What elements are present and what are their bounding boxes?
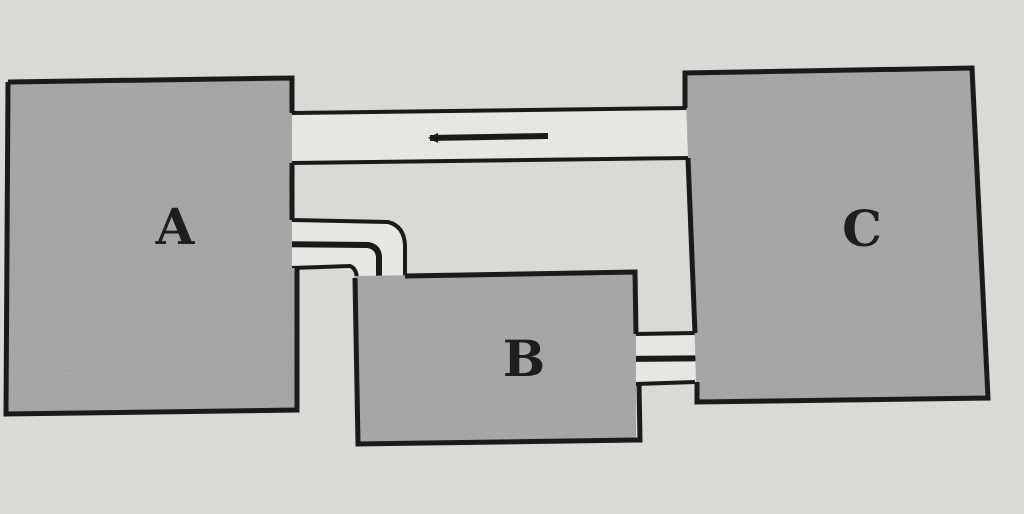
compartment-c-label: C bbox=[842, 199, 882, 258]
compartment-a: A bbox=[3, 75, 300, 417]
compartment-c: C bbox=[682, 65, 991, 405]
channel-a-to-b bbox=[264, 218, 407, 320]
compartment-b-label: B bbox=[503, 329, 545, 388]
flow-arrow-c-to-a bbox=[428, 132, 549, 143]
compartment-b: B bbox=[352, 269, 643, 447]
flow-arrow-a-to-b bbox=[264, 241, 384, 320]
compartment-a-label: A bbox=[155, 197, 196, 256]
channel-c-to-a bbox=[291, 106, 689, 165]
